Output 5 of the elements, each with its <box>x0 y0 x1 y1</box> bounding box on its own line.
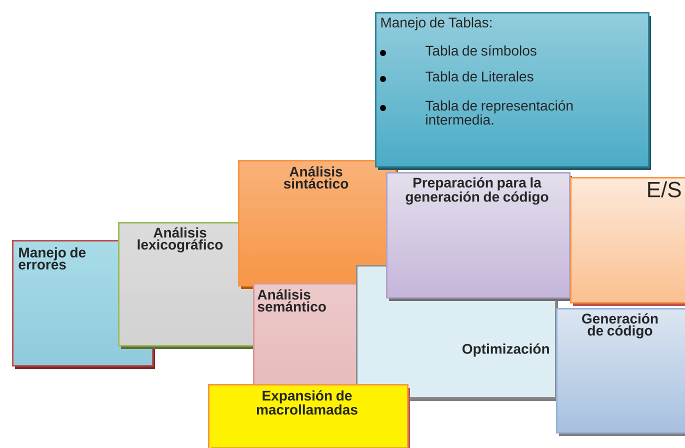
process-box: Expansión de macrollamadas <box>208 384 410 448</box>
process-box: E/S <box>570 177 685 306</box>
process-box: Generación de código <box>556 308 685 436</box>
note-box: Manejo de Tablas: Tabla de símbolos Tabla de Literales Tabla de representación intermedia. <box>375 12 651 170</box>
process-box: Preparación para la generación de código <box>386 172 572 301</box>
